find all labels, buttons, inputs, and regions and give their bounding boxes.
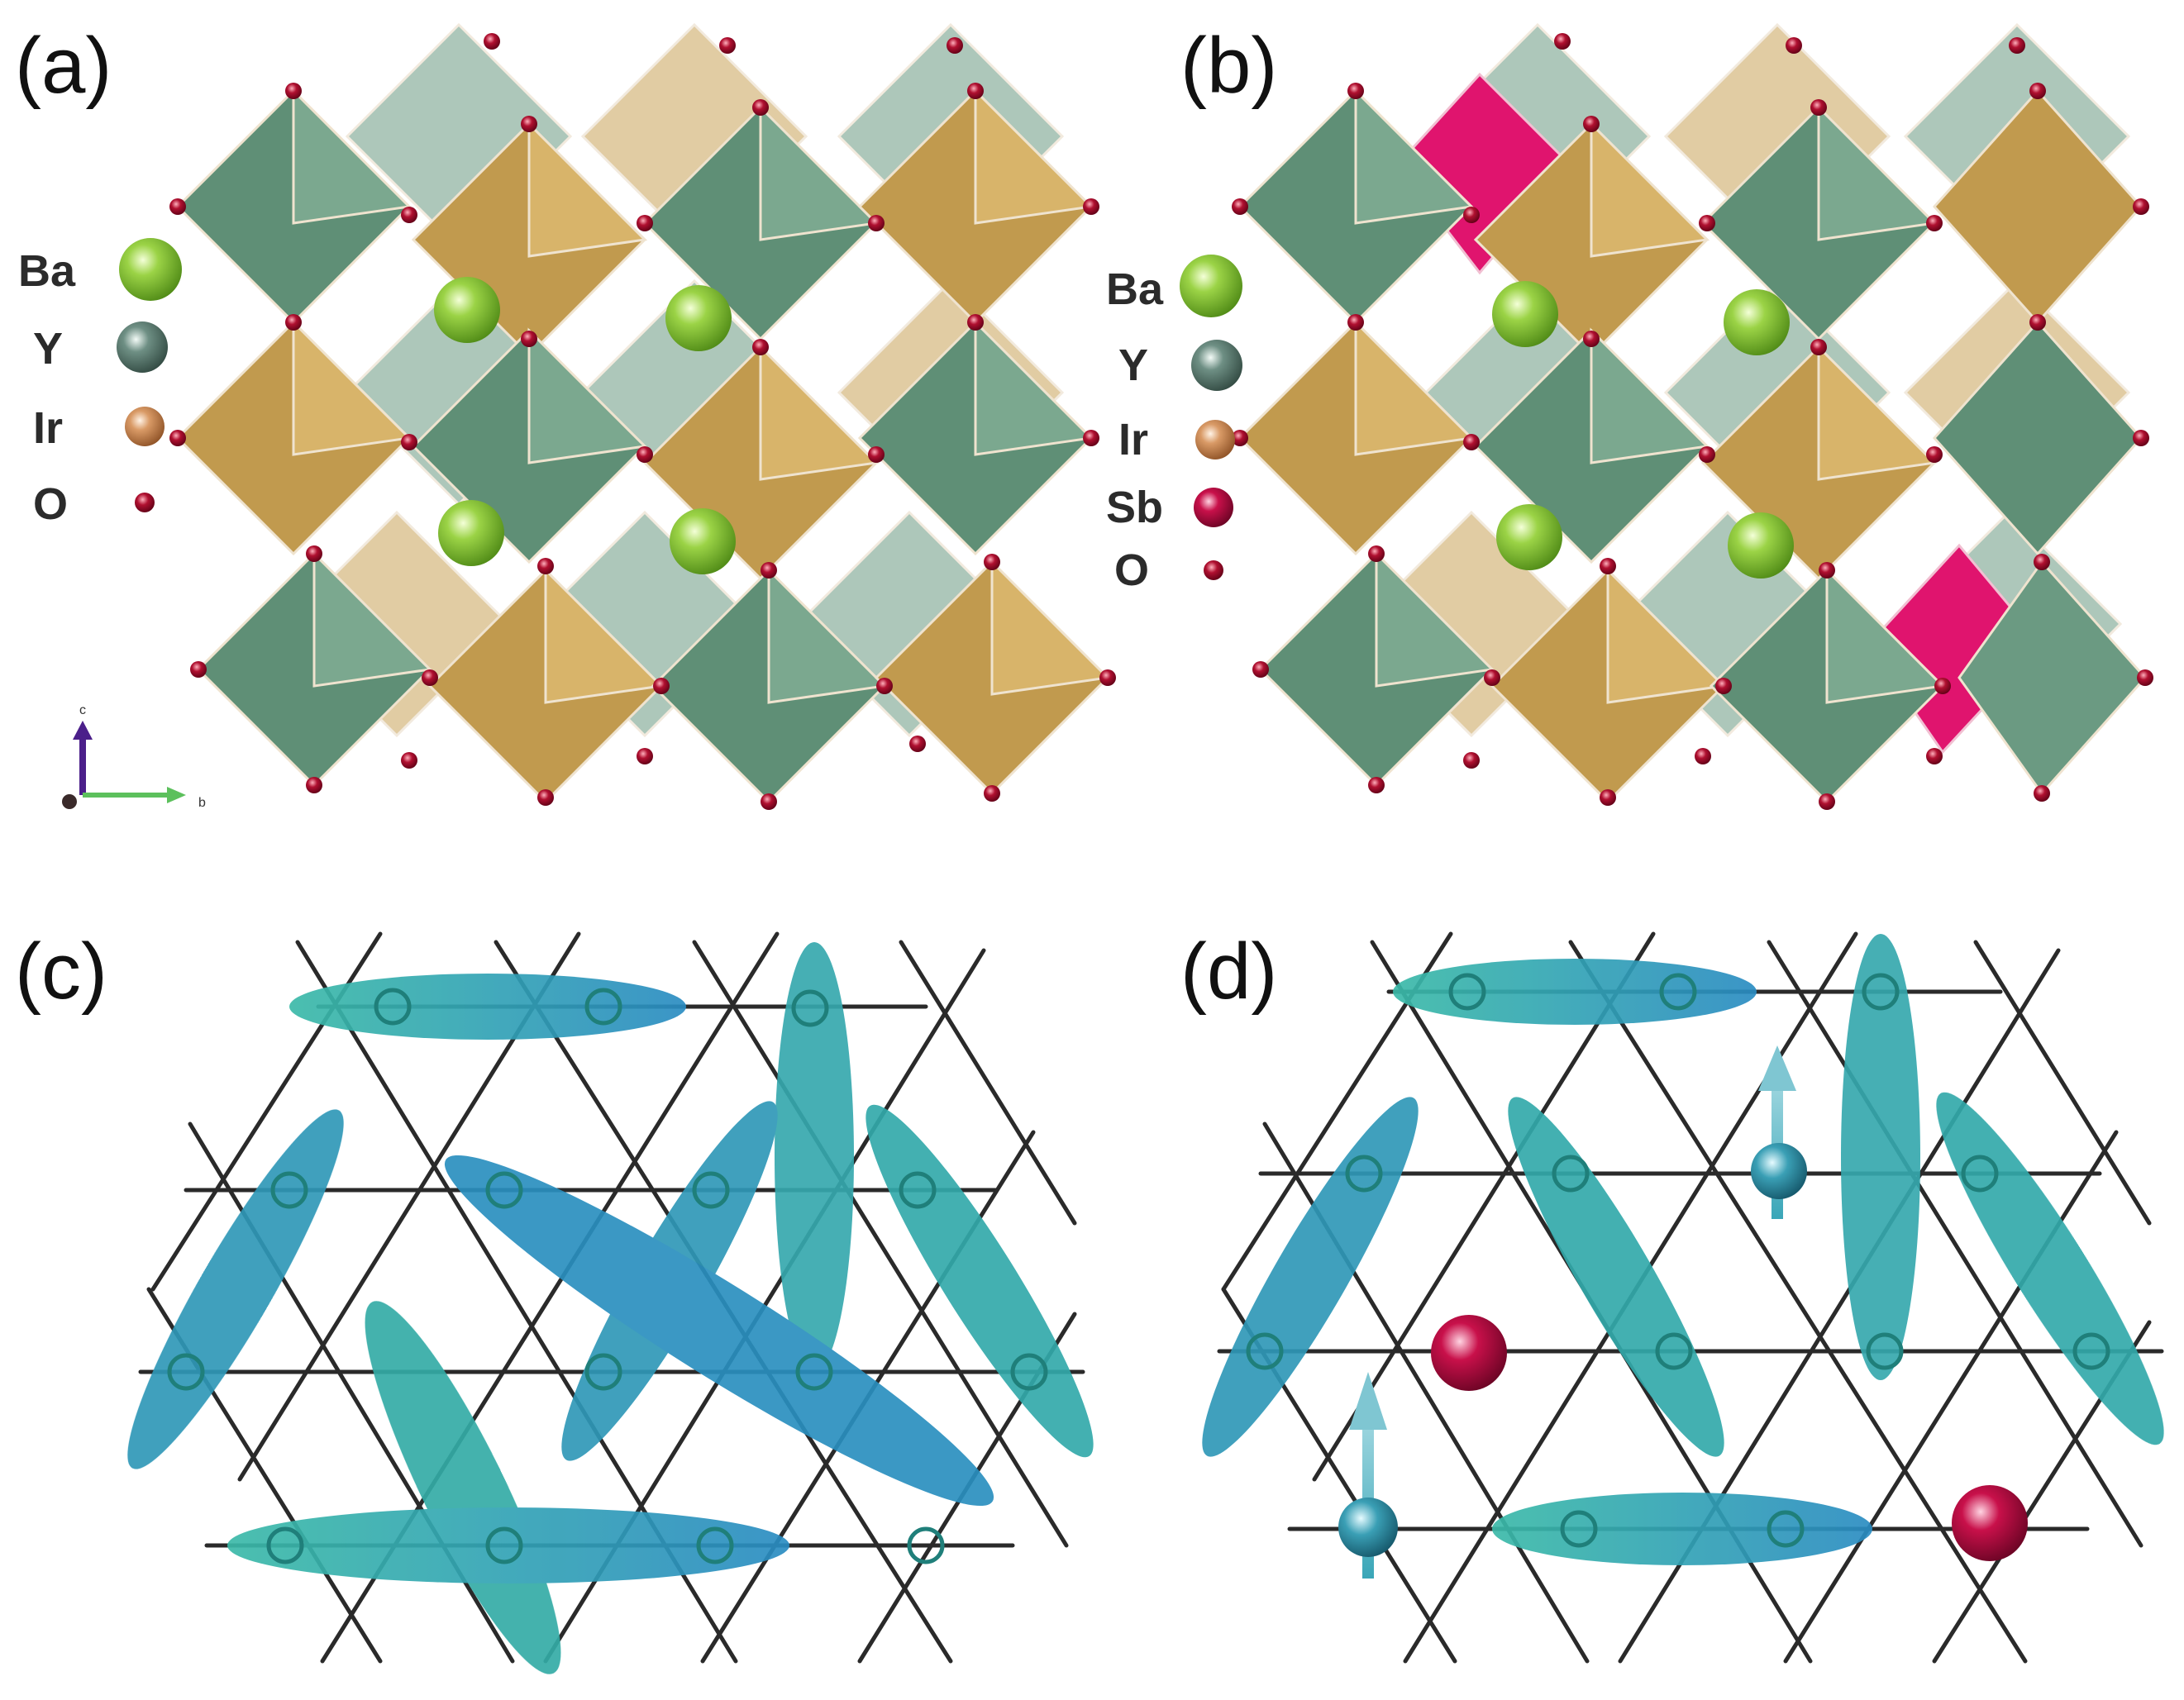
panel-label-c: (c) xyxy=(15,927,107,1016)
crystal-structure-b: Ba Y Ir Sb O xyxy=(1106,22,2153,810)
dimers-c xyxy=(127,942,1094,1674)
free-spin xyxy=(1338,1372,1398,1579)
legend-a-y-swatch xyxy=(117,321,168,373)
panel-label-d: (d) xyxy=(1180,927,1277,1016)
legend-a-ba-label: Ba xyxy=(18,246,76,296)
legend-b-ir-swatch xyxy=(1195,420,1235,460)
legend-b-y-swatch xyxy=(1191,340,1242,391)
sb-defect xyxy=(1431,1315,1507,1391)
ba-atoms-a xyxy=(434,277,736,574)
legend-b-sb-swatch xyxy=(1194,488,1233,527)
dimer-lattice-d xyxy=(1202,931,2164,1664)
sites-d xyxy=(1246,973,2110,1548)
sb-octahedron-top xyxy=(1395,72,1573,275)
legend-a-ba-swatch xyxy=(119,238,182,301)
legend-a-o-swatch xyxy=(135,493,155,512)
ba-atoms-b xyxy=(1492,281,1794,579)
legend-a-ir-label: Ir xyxy=(33,403,63,453)
legend-b-ba-swatch xyxy=(1180,255,1242,317)
axis-c-label: c xyxy=(79,703,86,717)
o-atoms-b xyxy=(1232,33,2153,810)
axis-b-label: b xyxy=(198,796,206,810)
legend-a-o-label: O xyxy=(33,479,68,529)
legend-b-o-label: O xyxy=(1114,545,1149,595)
legend-b-ba-label: Ba xyxy=(1106,264,1164,314)
legend-a: Ba Y Ir O xyxy=(18,238,182,529)
octahedra-front-b xyxy=(1237,88,2148,804)
dimers-d xyxy=(1202,934,2164,1565)
free-spin xyxy=(1751,1045,1807,1219)
legend-a-ir-swatch xyxy=(125,407,165,446)
axis-triad-a: c b xyxy=(62,703,206,810)
legend-b: Ba Y Ir Sb O xyxy=(1106,255,1242,595)
legend-b-y-label: Y xyxy=(1118,340,1148,390)
panel-label-a: (a) xyxy=(15,21,112,110)
legend-b-sb-label: Sb xyxy=(1106,483,1163,532)
panel-label-b: (b) xyxy=(1180,21,1277,110)
o-atoms-a xyxy=(169,33,1116,810)
sb-defect xyxy=(1952,1485,2028,1561)
dimer-lattice-c xyxy=(127,931,1094,1674)
sites-c xyxy=(167,988,1048,1564)
legend-b-o-swatch xyxy=(1204,560,1223,580)
crystal-structure-a: Ba Y Ir O c b xyxy=(18,22,1116,810)
legend-b-ir-label: Ir xyxy=(1118,415,1148,464)
legend-a-y-label: Y xyxy=(33,324,63,374)
